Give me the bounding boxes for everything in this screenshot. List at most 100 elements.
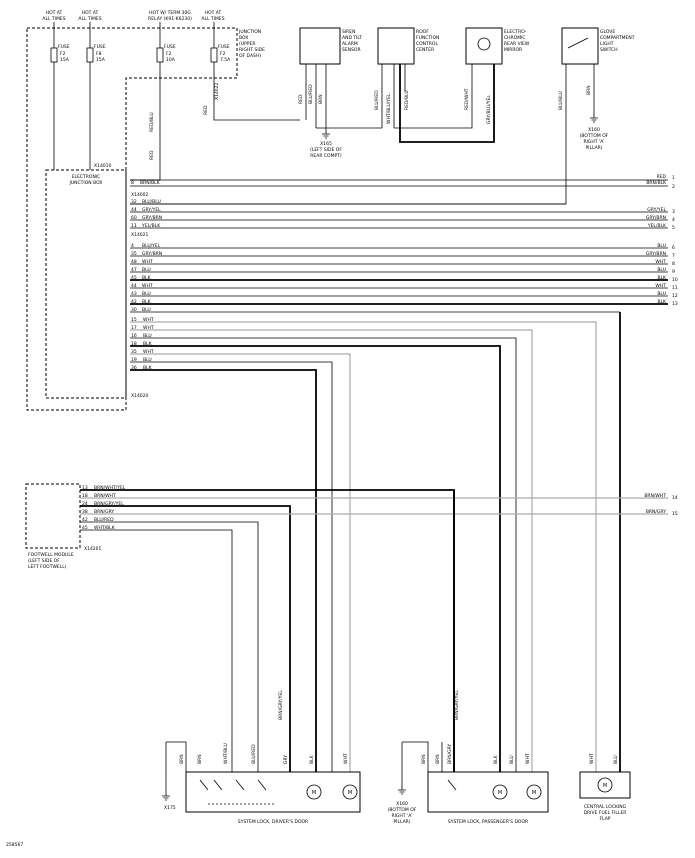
x14021-row-6-color: WHT: [142, 283, 153, 289]
passenger-wire-label-4: BLK: [493, 754, 499, 764]
footwell-row-5-pin: 42: [82, 517, 88, 523]
driver-wire-label-1: BRN: [179, 754, 185, 764]
fuel-flap-box: [579, 771, 631, 799]
x14021-row-8-pin: 42: [131, 299, 137, 305]
footwell-module: [25, 483, 81, 549]
footwell-row-6: 45 WHT/BLK: [80, 525, 233, 772]
x14022-row-4-pin: 11: [131, 223, 137, 229]
svg-text:X160: X160: [396, 801, 408, 807]
x14020-row-7-color: BLK: [143, 365, 153, 371]
svg-text:ELECTRO-: ELECTRO-: [504, 29, 527, 35]
passenger-wire-label-3: BRN/GRY: [447, 744, 453, 764]
svg-text:RED/BLU: RED/BLU: [149, 112, 155, 132]
footwell-row-3-pin: 24: [82, 501, 88, 507]
x14022-row-4-ref: 5: [672, 225, 675, 231]
x14021-row-4-right-color: BLU: [657, 267, 666, 273]
x14022-row-3-ref: 4: [672, 217, 675, 223]
fuse4-output-wire: [213, 80, 300, 121]
passenger-door-lock-box: [427, 771, 549, 813]
svg-text:10A: 10A: [166, 57, 176, 63]
footwell-label: FOOTWELL MODULE (LEFT SIDE OF LEFT FOOTW…: [28, 552, 74, 570]
glove-switch-symbol: [567, 37, 589, 49]
svg-text:X14010: X14010: [94, 163, 112, 169]
svg-text:(UPPER: (UPPER: [239, 41, 255, 47]
svg-text:BLU/RED: BLU/RED: [374, 90, 380, 110]
diagram-code: 258567: [6, 842, 23, 848]
svg-text:M: M: [498, 790, 502, 796]
x14021-row-9-color: BLU: [142, 307, 151, 313]
supply-label-2b: ALL TIMES: [78, 16, 101, 22]
x14021-row-7-pin: 43: [131, 291, 137, 297]
driver-door-lock-box: [185, 771, 361, 813]
x14020-row-1-color: WHT: [143, 317, 154, 323]
svg-text:1: 1: [672, 175, 675, 181]
svg-text:FOOTWELL MODULE: FOOTWELL MODULE: [28, 552, 74, 558]
svg-text:RED: RED: [298, 94, 304, 104]
svg-text:(BOTTOM OF: (BOTTOM OF: [388, 807, 417, 813]
x14021-row-6-pin: 44: [131, 283, 137, 289]
svg-text:2: 2: [672, 184, 675, 190]
svg-text:REAR COMPT): REAR COMPT): [310, 153, 342, 159]
footwell-row-4-color: BRN/GRY: [94, 509, 114, 515]
footwell-row-6-color: WHT/BLK: [94, 525, 116, 531]
x14022-row-4-right-color: YEL/BLK: [647, 223, 667, 229]
glove-wire-1: [130, 64, 567, 205]
footwell-row-6-pin: 45: [82, 525, 88, 531]
fuse-2: FUSE F8 15A: [86, 42, 106, 158]
ground-label-3: X160 (BOTTOM OF RIGHT 'A' PILLAR): [388, 801, 417, 825]
x14022-row-2-color: GRY/YEL: [142, 207, 161, 213]
x14021-row-8-ref: 13: [672, 301, 678, 307]
x14021-row-2-pin: 35: [131, 251, 137, 257]
footwell-row-1-color: BRN/WHT/YEL: [94, 485, 126, 491]
svg-text:FUNCTION: FUNCTION: [416, 35, 439, 41]
x14021-row-5-right-color: BLK: [657, 275, 667, 281]
x14021-row-2-color: GRY/BRN: [142, 251, 162, 257]
svg-text:BLU/BLU: BLU/BLU: [558, 91, 564, 110]
x14021-row-3-right-color: WHT: [655, 259, 666, 265]
x14020-row-2-pin: 17: [131, 325, 137, 331]
svg-text:15A: 15A: [96, 57, 106, 63]
x14021-row-1-pin: 4: [131, 243, 134, 249]
fuse-4: FUSE F2 7.5A: [210, 42, 231, 80]
footwell-row-1-pin: 13: [82, 485, 88, 491]
x14020-row-6-color: BLU: [143, 357, 152, 363]
svg-text:BRN: BRN: [586, 85, 592, 95]
x14021-row-6-ref: 11: [672, 285, 678, 291]
x14021-row-7-ref: 12: [672, 293, 678, 299]
svg-text:BRN/GRY/YEL: BRN/GRY/YEL: [454, 690, 460, 720]
roof-box: [377, 27, 415, 65]
svg-text:DRIVE FUEL FILLER: DRIVE FUEL FILLER: [584, 810, 627, 816]
footwell-row-2-pin: 18: [82, 493, 88, 499]
driver-door-label: SYSTEM LOCK, DRIVER'S DOOR: [238, 819, 308, 825]
footwell-row-5: 42 BLU/RED: [80, 517, 259, 772]
svg-text:BRN: BRN: [318, 94, 324, 104]
x14020-row-2-color: WHT: [143, 325, 154, 331]
fuel-label: CENTRAL LOCKING DRIVE FUEL FILLER FLAP: [584, 804, 627, 822]
svg-text:X165: X165: [320, 141, 332, 147]
footwell-row-5-color: BLU/RED: [94, 517, 114, 523]
x14021-row-4-color: BLU: [142, 267, 151, 273]
supply-label-2: HOT AT: [82, 10, 99, 16]
svg-text:CENTER: CENTER: [416, 47, 434, 53]
roof-mirror-wire: [399, 64, 495, 143]
svg-text:M: M: [348, 790, 352, 796]
fuel-wire-label-2: BLU: [613, 755, 619, 764]
x14021-row-1-color: BLU/YEL: [142, 243, 161, 249]
mirror-wire-1: [394, 64, 473, 129]
